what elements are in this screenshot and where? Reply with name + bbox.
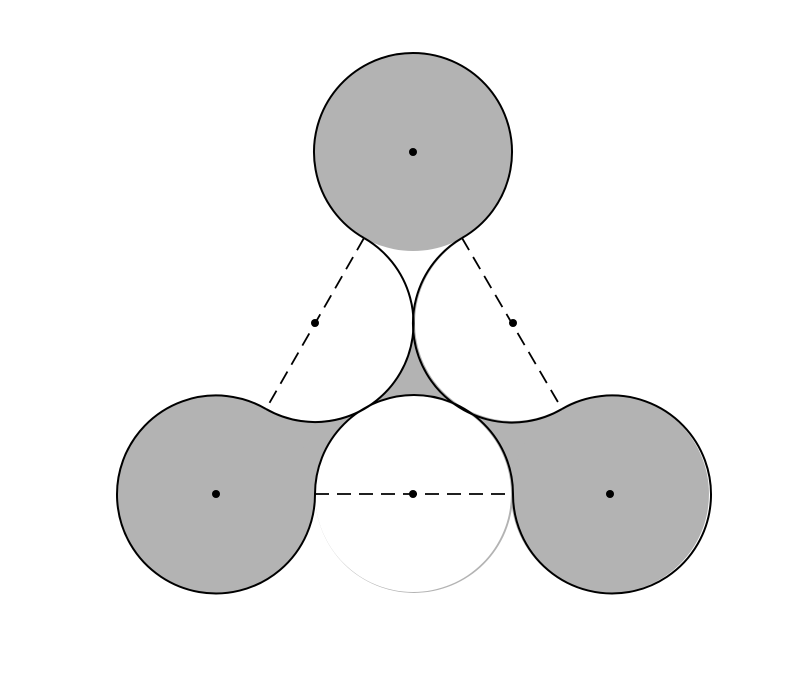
top-center-point bbox=[409, 148, 417, 156]
right-circle-outline bbox=[511, 394, 712, 595]
left-neck-arc bbox=[265, 237, 415, 424]
left-circle-outline bbox=[116, 394, 317, 595]
left-midpoint bbox=[311, 319, 319, 327]
outline bbox=[116, 52, 712, 595]
center-points bbox=[212, 148, 614, 498]
right-center-point bbox=[606, 490, 614, 498]
bottom-midpoint bbox=[409, 490, 417, 498]
left-center-point bbox=[212, 490, 220, 498]
midpoints bbox=[311, 319, 517, 498]
right-midpoint bbox=[509, 319, 517, 327]
top-circle-outline bbox=[313, 52, 513, 239]
bottom-neck-arc bbox=[314, 394, 514, 495]
right-neck-arc bbox=[412, 237, 563, 424]
